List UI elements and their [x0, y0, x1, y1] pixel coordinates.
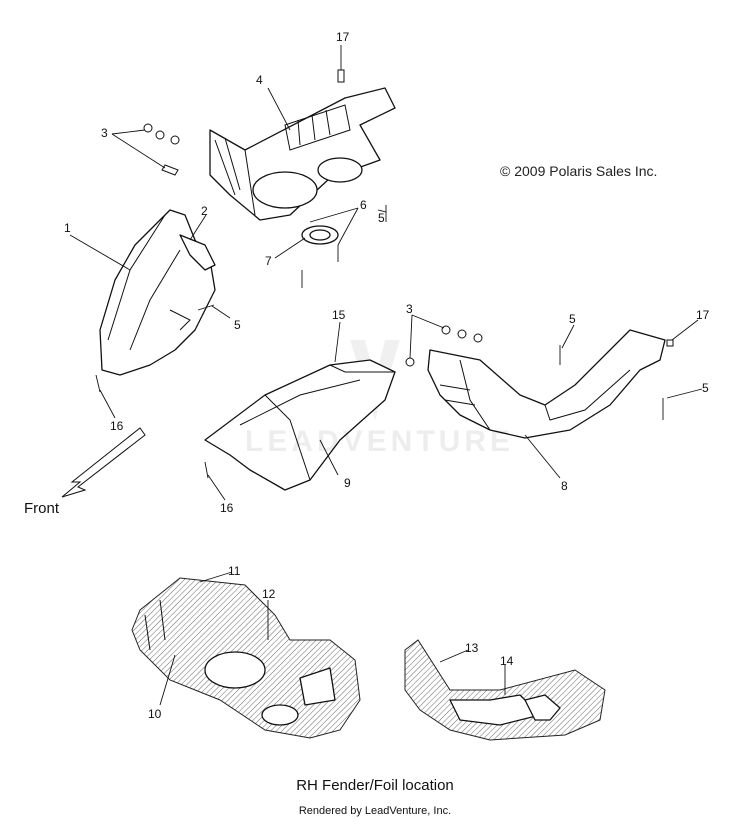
- callout-12: 12: [262, 587, 276, 601]
- callout-5-upper: 5: [378, 211, 385, 225]
- clip-3c: [170, 135, 180, 145]
- callout-2: 2: [201, 204, 208, 218]
- callout-11: 11: [228, 564, 241, 578]
- screw-17-top: [337, 69, 345, 83]
- leader-lines: [69, 45, 703, 706]
- callout-1: 1: [64, 221, 71, 235]
- clip-3b: [155, 130, 165, 140]
- callout-6: 6: [360, 198, 367, 212]
- callout-5-rear: 5: [569, 312, 576, 326]
- callout-15: 15: [332, 308, 346, 322]
- clip-3g: [473, 333, 483, 343]
- callout-4: 4: [256, 73, 263, 87]
- clip-3h: [405, 357, 415, 367]
- part-4-fender-panel: [209, 87, 396, 221]
- front-arrow-icon: [61, 427, 146, 498]
- watermark-text: LEADVENTURE: [245, 425, 515, 458]
- callout-10: 10: [148, 707, 162, 721]
- callout-17-rear: 17: [696, 308, 710, 322]
- callout-16-foil: 16: [220, 501, 234, 515]
- part-8-rear-fender: [427, 329, 666, 439]
- screw-5-front: [197, 304, 215, 311]
- front-direction-label: Front: [24, 500, 60, 517]
- callout-3-rear: 3: [406, 302, 413, 316]
- hardware-fasteners: [95, 69, 674, 479]
- clip-3a: [143, 123, 153, 133]
- callout-14: 14: [500, 654, 514, 668]
- callout-3-upper: 3: [101, 126, 108, 140]
- callout-numbers: 17 4 3 6 5 7 1 2 5 3 15 5 17 5 16 9 16 8…: [64, 30, 710, 721]
- part-1-front-fender: [99, 209, 216, 376]
- callout-17-top: 17: [336, 30, 350, 44]
- part-9-foil: [204, 359, 396, 491]
- clip-3f: [457, 329, 467, 339]
- callout-5-far: 5: [702, 381, 709, 395]
- callout-9: 9: [344, 476, 351, 490]
- part-12-hatched-panel: [131, 577, 361, 739]
- callout-8: 8: [561, 479, 568, 493]
- copyright-notice: © 2009 Polaris Sales Inc.: [500, 163, 658, 179]
- rendered-by-credit: Rendered by LeadVenture, Inc.: [298, 805, 452, 817]
- diagram-caption: RH Fender/Foil location: [296, 777, 454, 794]
- clip-3d: [161, 164, 179, 176]
- callout-5-front: 5: [234, 318, 241, 332]
- screw-17-rear: [666, 339, 674, 347]
- pin-16-foil: [204, 461, 209, 479]
- callout-16-front: 16: [110, 419, 124, 433]
- part-7-grommet: [301, 225, 339, 245]
- pin-16-front: [95, 374, 101, 393]
- callout-13: 13: [465, 641, 479, 655]
- callout-7: 7: [265, 254, 272, 268]
